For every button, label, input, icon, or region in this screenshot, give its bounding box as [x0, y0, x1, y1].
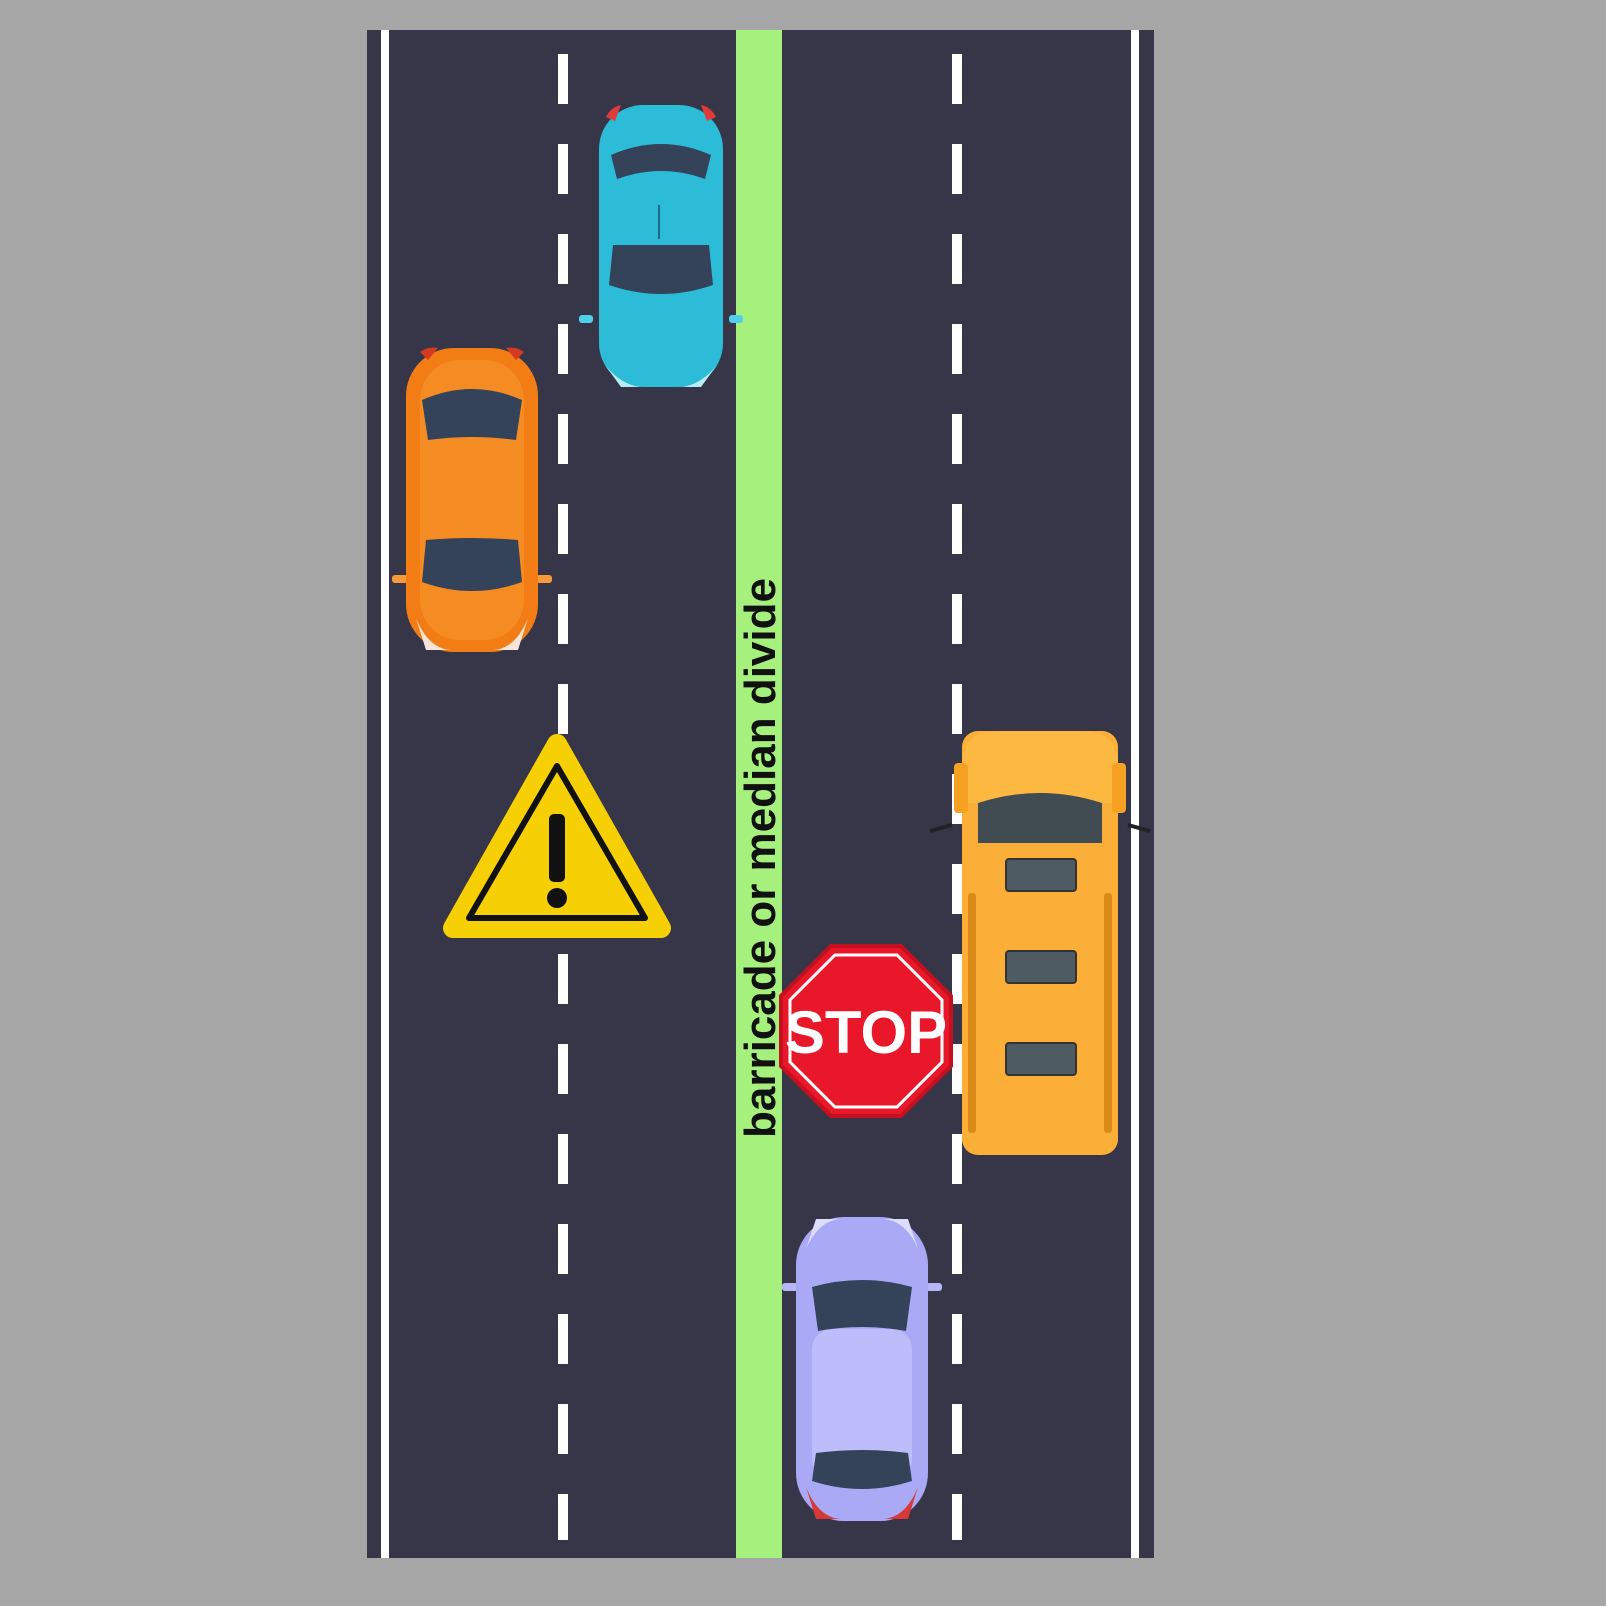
stop-sign-text: STOP: [785, 999, 947, 1066]
left-edge-line: [381, 30, 389, 1558]
yellow-van: [929, 731, 1151, 1155]
right-edge-line: [1131, 30, 1139, 1558]
warning-triangle-exclamation-icon: [443, 734, 671, 938]
blue-car: [579, 105, 743, 387]
median-label: barricade or median divide: [736, 578, 785, 1138]
orange-car: [392, 347, 552, 652]
octagon-stop-sign-icon: STOP: [779, 944, 953, 1118]
lavender-car: [782, 1217, 942, 1521]
median-strip: [736, 30, 782, 1558]
